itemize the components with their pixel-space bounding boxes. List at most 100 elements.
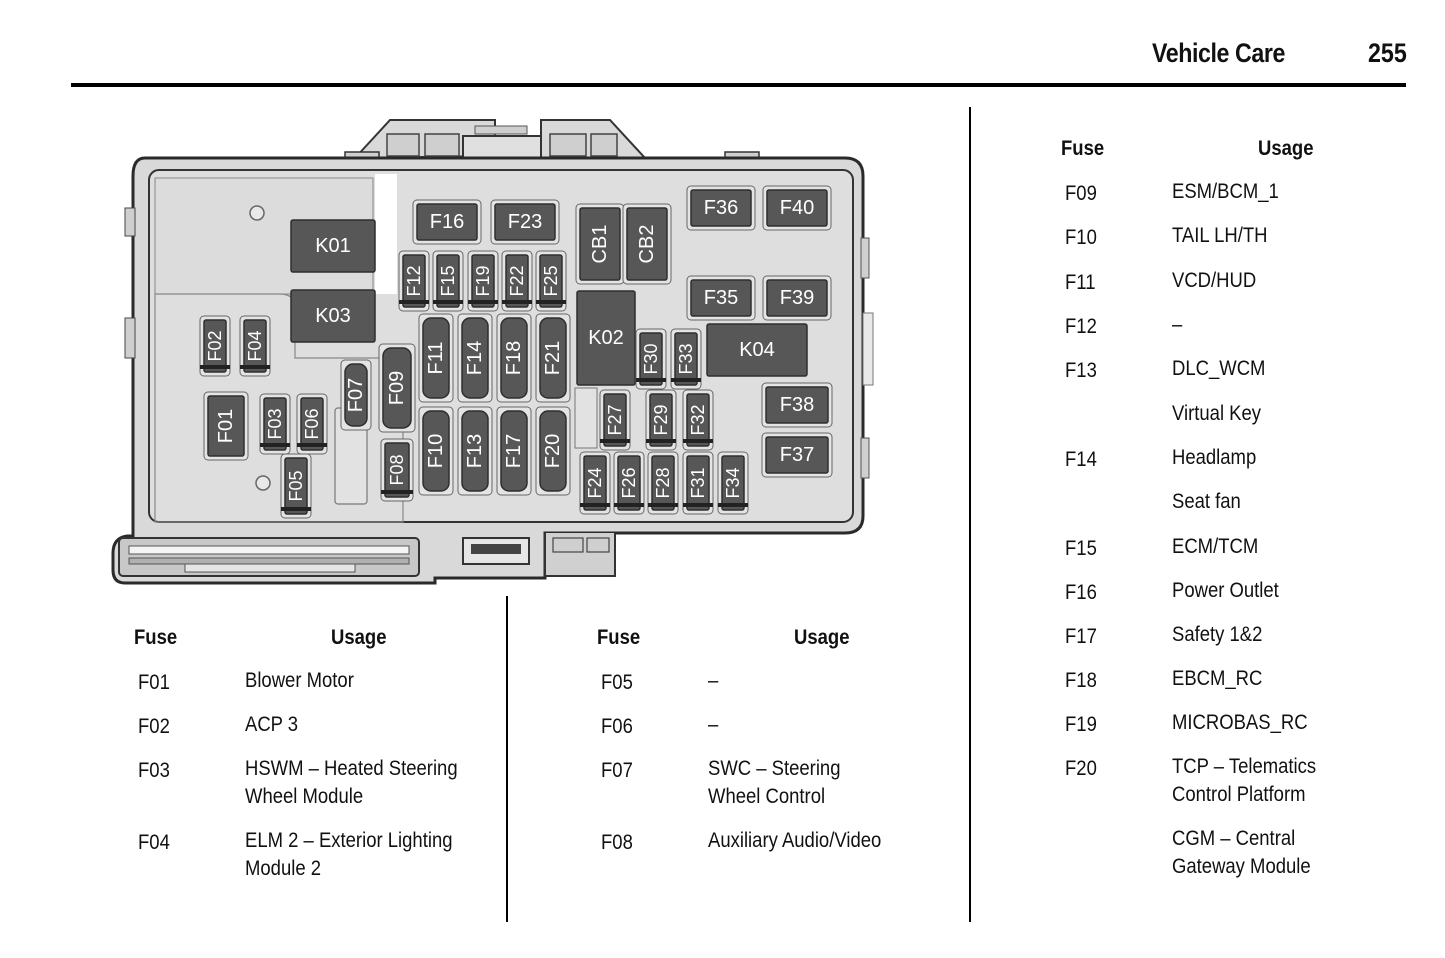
fuse-id: F15 [1065, 537, 1097, 560]
fuse-f11-label: F11 [425, 342, 447, 375]
fuse-f02: F02 [199, 315, 231, 377]
fuse-usage: ECM/TCM [1172, 535, 1259, 558]
column-divider-right [969, 107, 971, 922]
fuse-id: F16 [1065, 581, 1097, 604]
fuse-f39-label: F39 [780, 287, 814, 309]
fuse-f28: F28 [647, 451, 679, 515]
fuse-usage: CGM – Central Gateway Module [1172, 827, 1311, 878]
fuse-f02-label: F02 [205, 330, 225, 361]
fuse-f18-label: F18 [503, 341, 525, 375]
fuse-usage: Seat fan [1172, 490, 1241, 513]
fuse-f03: F03 [259, 393, 291, 455]
fuse-f35-label: F35 [704, 287, 738, 309]
fuse-usage: SWC – Steering Wheel Control [708, 757, 841, 808]
fuse-f27-label: F27 [605, 404, 625, 435]
fuse-f25: F25 [535, 250, 567, 312]
fuse-id: F08 [601, 831, 633, 854]
fuse-usage: ACP 3 [245, 713, 299, 736]
circuit-breaker-cb1-label: CB1 [589, 225, 611, 264]
fuse-f37: F37 [761, 432, 833, 478]
fuse-usage: VCD/HUD [1172, 269, 1257, 292]
fuse-f25-label: F25 [541, 265, 561, 296]
fuse-id: F11 [1065, 271, 1096, 294]
fuse-f34-label: F34 [723, 467, 743, 498]
fuse-f32-label: F32 [688, 404, 708, 435]
fuse-f20-label: F20 [542, 434, 564, 468]
fuse-id: F19 [1065, 713, 1097, 736]
circuit-breaker-cb2: CB2 [622, 203, 672, 285]
fuse-f14: F14 [457, 313, 493, 403]
fuse-usage: ESM/BCM_1 [1172, 180, 1279, 203]
fuse-f28-label: F28 [653, 467, 673, 498]
fuse-f01: F01 [203, 391, 249, 461]
fuse-usage: Safety 1&2 [1172, 623, 1263, 646]
fuse-f08-label: F08 [387, 454, 407, 485]
fuse-id: F03 [138, 759, 170, 782]
column-header-usage: Usage [331, 626, 387, 649]
circuit-breaker-cb2-label: CB2 [636, 225, 658, 264]
fuse-usage: TCP – Telematics Control Platform [1172, 755, 1317, 806]
fuse-id: F02 [138, 715, 170, 738]
fuse-usage: Blower Motor [245, 669, 354, 692]
fuse-f10: F10 [418, 406, 454, 496]
page-header: Vehicle Care 255 [0, 0, 1445, 90]
fuse-id: F17 [1065, 625, 1097, 648]
fuse-usage: EBCM_RC [1172, 667, 1263, 690]
fuse-usage: Virtual Key [1172, 402, 1262, 425]
fuse-f13-label: F13 [464, 434, 486, 468]
fuse-f29-label: F29 [651, 404, 671, 435]
fuse-f33-label: F33 [676, 343, 696, 374]
fuse-usage: DLC_WCM [1172, 357, 1266, 380]
fuse-usage: – [1172, 313, 1183, 336]
fuse-f22-label: F22 [507, 265, 527, 296]
fuse-f20: F20 [535, 406, 571, 496]
column-header-usage: Usage [794, 626, 850, 649]
fuse-f21: F21 [535, 313, 571, 403]
fuse-f40: F40 [762, 185, 832, 231]
fuse-f19: F19 [467, 250, 499, 312]
fuse-f33: F33 [670, 328, 702, 390]
fuse-f09: F09 [378, 343, 416, 433]
fuse-f18: F18 [496, 313, 532, 403]
section-title: Vehicle Care [1152, 38, 1285, 68]
fuse-f23-label: F23 [508, 211, 542, 233]
fuse-f10-label: F10 [425, 434, 447, 468]
fuse-f21-label: F21 [542, 341, 564, 375]
fuse-f07: F07 [340, 359, 372, 431]
fuse-id: F07 [601, 759, 633, 782]
fuse-f37-label: F37 [780, 444, 814, 466]
fuse-f31: F31 [682, 451, 714, 515]
fuse-f03-label: F03 [265, 408, 285, 439]
fuse-f34: F34 [717, 451, 749, 515]
fuse-id: F09 [1065, 182, 1097, 205]
fuse-usage: – [708, 713, 719, 736]
fuse-f19-label: F19 [473, 265, 493, 296]
fuse-id: F04 [138, 831, 170, 854]
fuse-usage: MICROBAS_RC [1172, 711, 1308, 734]
relay-k04-label: K04 [739, 339, 775, 361]
relay-k04: K04 [706, 323, 808, 377]
fuse-f15-label: F15 [438, 265, 458, 296]
fuse-f04-label: F04 [245, 330, 265, 361]
fuse-usage: Power Outlet [1172, 579, 1279, 602]
fuse-usage: TAIL LH/TH [1172, 224, 1268, 247]
column-divider-middle [506, 596, 508, 922]
column-header-fuse: Fuse [597, 626, 641, 649]
fuse-f31-label: F31 [688, 467, 708, 498]
fuse-f15: F15 [432, 250, 464, 312]
relay-k01: K01 [290, 219, 376, 273]
screw-icon [255, 475, 271, 491]
fuse-usage: Auxiliary Audio/Video [708, 829, 882, 852]
fuse-f36-label: F36 [704, 197, 738, 219]
fuse-usage: ELM 2 – Exterior Lighting Module 2 [245, 829, 453, 880]
fuse-f30-label: F30 [641, 343, 661, 374]
column-header-fuse: Fuse [134, 626, 178, 649]
column-header-usage: Usage [1258, 137, 1314, 160]
header-rule [71, 83, 1406, 87]
screw-icon [249, 205, 265, 221]
fuse-f36: F36 [686, 185, 756, 231]
fuse-f08: F08 [380, 438, 414, 502]
fuse-f13: F13 [457, 406, 493, 496]
